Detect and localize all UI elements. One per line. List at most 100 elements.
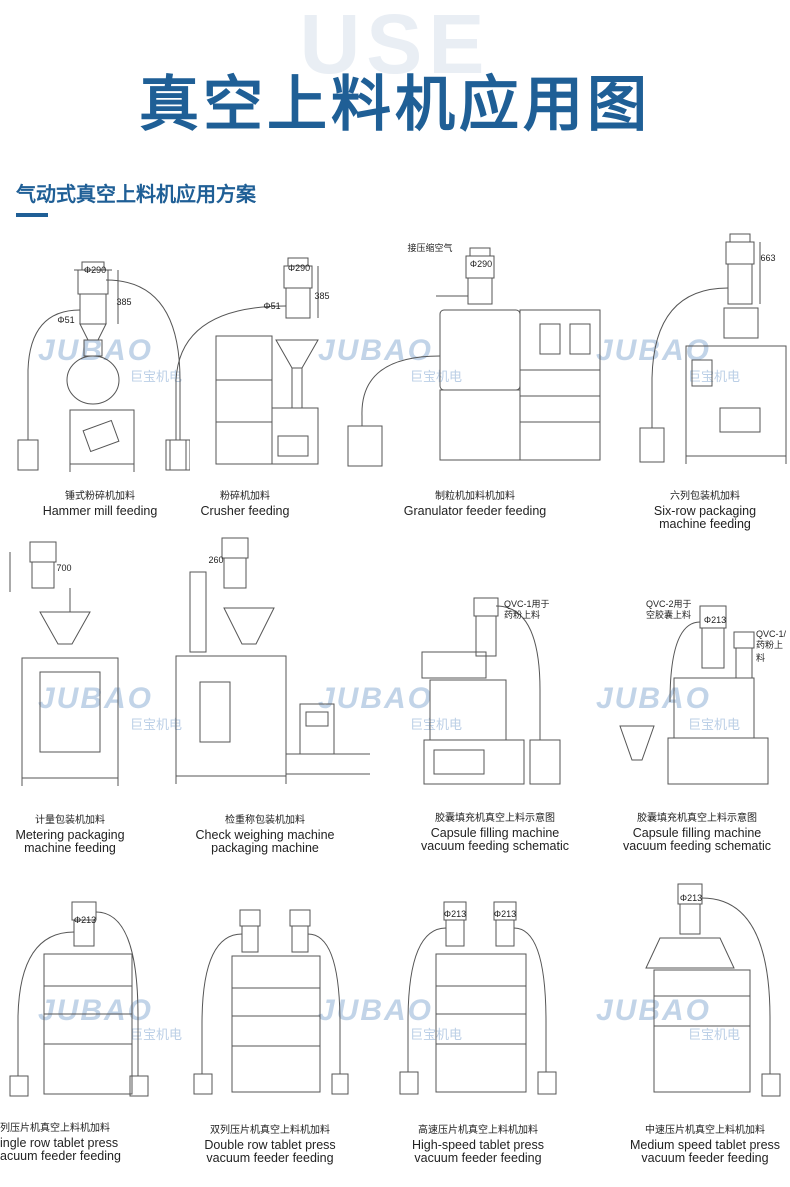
caption: 检重称包装机加料 Check weighing machine packagin… [170,814,360,855]
dim-label: 接压缩空气 [407,243,453,253]
watermark-brand-cn: 巨宝机电 [688,1028,741,1043]
diagram-crusher: Φ290 385 Φ51 粉碎机加料 Crusher feeding [160,240,330,530]
dim-label: 663 [760,253,776,263]
caption-zh: 高速压片机真空上料机加料 [418,1125,538,1136]
dim-label: Φ51 [263,301,281,311]
caption-zh: 制粒机加料机加料 [435,491,515,502]
diagram-capsule-filling-1: QVC-1用于 药粉上料 胶囊填充机真空上料示意图 Capsule fillin… [400,590,590,853]
watermark-brand-cn: 巨宝机电 [410,718,463,733]
diagram-six-row-packaging: 663 六列包装机加料 Six-row packaging machine fe… [620,228,790,531]
dim-label: Φ213 [679,893,703,903]
hammer-mill-drawing [17,261,190,472]
capsule-filling-1-drawing [421,597,561,785]
granulator-drawing [347,247,601,467]
caption-zh: 粉碎机加料 [220,491,270,502]
caption-zh: 六列包装机加料 [670,491,740,502]
dim-label: Φ290 [287,263,311,273]
caption-zh: 中速压片机真空上料机加料 [645,1125,765,1136]
watermark-brand-cn: 巨宝机电 [130,1028,183,1043]
caption: 高速压片机真空上料机加料 High-speed tablet press vac… [396,1124,560,1165]
caption-en-1: Medium speed tablet press [629,1138,781,1152]
check-weighing-drawing [175,537,370,784]
dim-label: Φ213 [443,909,467,919]
dim-label: 385 [116,297,132,307]
caption-en-1: Check weighing machine [195,828,335,842]
diagram-high-speed-tablet-press: Φ213 Φ213 高速压片机真空上料机加料 High-speed tablet… [396,892,560,1166]
diagram-hammer-mill: Φ290 385 Φ51 锤式粉碎机加料 Hammer mill feeding [10,240,190,530]
dim-label: Φ290 [469,259,493,269]
caption: 胶囊填充机真空上料示意图 Capsule filling machine vac… [400,812,590,853]
watermark-brand: JUBAO [318,994,434,1027]
watermark-brand: JUBAO [38,682,154,715]
caption-zh: 双列压片机真空上料机加料 [210,1125,330,1136]
watermark-brand-cn: 巨宝机电 [688,370,741,385]
watermark-brand: JUBAO [596,682,712,715]
caption: 制粒机加料机加料 Granulator feeder feeding [340,490,610,518]
caption-en-1: Metering packaging [15,828,125,842]
caption: 计量包装机加料 Metering packaging machine feedi… [0,814,140,855]
watermark-brand-cn: 巨宝机电 [410,370,463,385]
background-word: USE [299,0,491,91]
caption: 双列压片机真空上料机加料 Double row tablet press vac… [190,1124,350,1165]
watermark-brand: JUBAO [596,334,712,367]
watermark-brand-cn: 巨宝机电 [130,370,183,385]
note-label: QVC-1用于 [504,599,550,609]
caption-en-1: Granulator feeder feeding [403,504,547,518]
single-row-drawing [9,901,149,1097]
caption-en-1: ingle row tablet press [0,1136,119,1150]
caption-zh: 检重称包装机加料 [225,815,305,826]
caption: 胶囊填充机真空上料示意图 Capsule filling machine vac… [604,812,790,853]
section-title: 气动式真空上料机应用方案 [16,182,256,206]
caption-en-2: vacuum feeder feeding [206,1151,334,1165]
dim-label: 700 [56,563,72,573]
dim-label: Φ213 [73,915,97,925]
caption-en-1: Capsule filling machine [430,826,560,840]
diagram-medium-speed-tablet-press: Φ213 中速压片机真空上料机加料 Medium speed tablet pr… [620,878,790,1166]
note-label: QVC-2用于 [646,599,692,609]
caption-zh: 胶囊填充机真空上料示意图 [637,813,757,824]
double-row-drawing [193,909,349,1095]
six-row-drawing [639,233,787,464]
caption-en-2: machine feeding [659,517,751,531]
caption: 列压片机真空上料机加料 ingle row tablet press acuum… [0,1122,150,1163]
caption-zh: 锤式粉碎机加料 [65,491,135,502]
caption-en-2: vacuum feeding schematic [421,839,569,853]
dim-label: Φ51 [57,315,75,325]
crusher-drawing [165,257,319,471]
note-label: QVC-1/ [756,629,787,639]
diagram-double-row-tablet-press: 双列压片机真空上料机加料 Double row tablet press vac… [190,904,350,1166]
caption-en-2: vacuum feeding schematic [623,839,771,853]
caption-en-1: Hammer mill feeding [42,504,158,518]
caption-zh: 计量包装机加料 [35,815,105,826]
high-speed-drawing [399,901,557,1095]
dim-label: 385 [314,291,330,301]
section-underline [16,213,48,217]
caption-zh: 列压片机真空上料机加料 [0,1123,110,1134]
dim-label: Φ290 [83,265,107,275]
dim-label: Φ213 [703,615,727,625]
caption-en-2: vacuum feeder feeding [641,1151,769,1165]
caption-en-2: machine feeding [24,841,116,855]
watermark-brand-cn: 巨宝机电 [688,718,741,733]
page-title: 真空上料机应用图 [139,70,651,140]
watermark-brand-cn: 巨宝机电 [130,718,183,733]
diagram-check-weighing: 260 检重称包装机加料 Check weighing machine pack… [170,532,370,855]
diagram-granulator: 接压缩空气 Φ290 制粒机加料机加料 Granulator feeder fe… [340,236,610,530]
caption-en-2: vacuum feeder feeding [414,1151,542,1165]
caption: 六列包装机加料 Six-row packaging machine feedin… [620,490,790,531]
diagram-single-row-tablet-press: Φ213 列压片机真空上料机加料 ingle row tablet press … [0,896,150,1166]
caption-en-2: acuum feeder feeding [0,1149,121,1163]
caption-en-1: Crusher feeding [200,504,290,518]
caption-en-1: Six-row packaging [653,504,757,518]
caption-en-1: Double row tablet press [204,1138,336,1152]
watermark-brand: JUBAO [318,334,434,367]
caption-zh: 胶囊填充机真空上料示意图 [435,813,555,824]
caption: 中速压片机真空上料机加料 Medium speed tablet press v… [620,1124,790,1165]
caption: 锤式粉碎机加料 Hammer mill feeding [10,490,190,518]
note-label: 药粉上料 [756,640,784,663]
caption-en-1: Capsule filling machine [632,826,762,840]
metering-drawing [9,541,119,786]
capsule-filling-2-drawing [619,605,769,785]
dim-label: Φ213 [493,909,517,919]
watermark-brand: JUBAO [318,682,434,715]
